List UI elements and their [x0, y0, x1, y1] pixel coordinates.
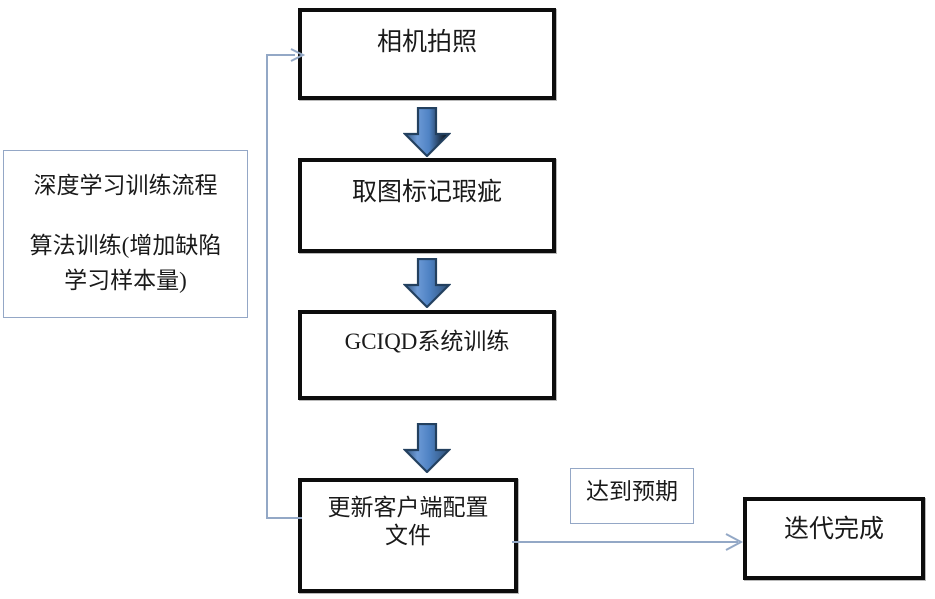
note-box-training-process-line2: 算法训练(增加缺陷 学习样本量) [29, 233, 222, 293]
block-arrow-down-2 [403, 258, 451, 308]
block-arrow-down-3 [403, 423, 451, 473]
process-box-camera-label: 相机拍照 [376, 29, 477, 56]
process-box-camera[interactable]: 相机拍照 [298, 8, 556, 100]
process-box-gciqd-training-label: GCIQD系统训练 [344, 329, 510, 354]
note-box-training-process-line1: 深度学习训练流程 [33, 173, 218, 198]
process-box-update-client-config[interactable]: 更新客户端配置 文件 [298, 478, 518, 593]
block-arrow-down-1 [403, 107, 451, 157]
process-box-iteration-complete-label: 迭代完成 [783, 516, 884, 543]
note-box-expected-result[interactable]: 达到预期 [570, 468, 694, 524]
process-box-gciqd-training[interactable]: GCIQD系统训练 [298, 310, 556, 400]
process-box-iteration-complete[interactable]: 迭代完成 [743, 497, 925, 580]
connector-feedback-loop [262, 48, 308, 526]
connector-to-iteration-complete [512, 530, 744, 556]
note-box-expected-result-label: 达到预期 [586, 479, 678, 504]
process-box-mark-defect[interactable]: 取图标记瑕疵 [298, 158, 556, 253]
note-box-training-process[interactable]: 深度学习训练流程 算法训练(增加缺陷 学习样本量) [3, 150, 248, 318]
process-box-mark-defect-label: 取图标记瑕疵 [351, 179, 502, 206]
process-box-update-client-config-label: 更新客户端配置 文件 [327, 495, 489, 549]
